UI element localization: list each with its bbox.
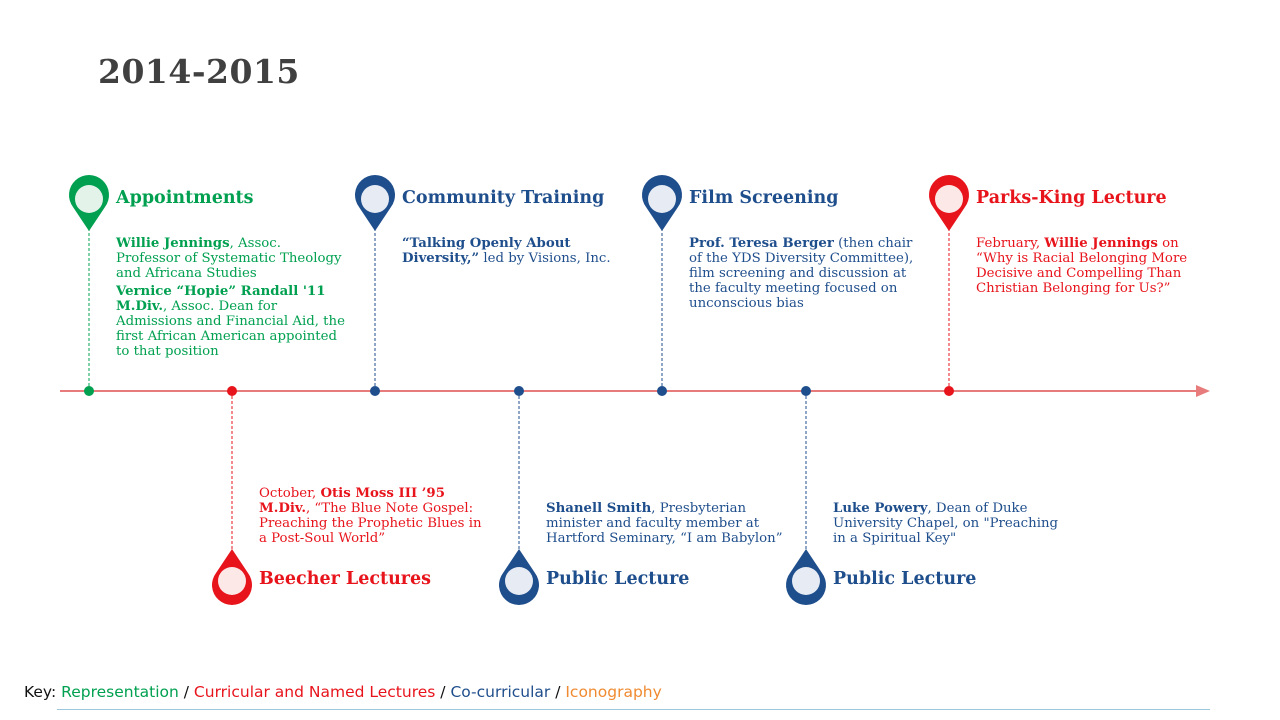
map-pin-center [648,185,676,213]
timeline-dot [944,386,954,396]
body-text: , “The Blue Note Gospel: Preaching the P… [259,501,482,546]
key-separator: / [435,683,451,701]
description-paragraph: Vernice “Hopie” Randall '11 M.Div., Asso… [116,284,346,359]
highlight-text: Shanell Smith [546,501,652,516]
description-paragraph: Luke Powery, Dean of Duke University Cha… [833,501,1073,546]
map-pin-center [218,567,246,595]
event-title-parks-king-lecture: Parks-King Lecture [976,188,1167,208]
event-title-public-lecture-2: Public Lecture [833,569,977,589]
event-title-film-screening: Film Screening [689,188,839,208]
event-description-film-screening: Prof. Teresa Berger (then chair of the Y… [689,236,919,314]
highlight-text: Luke Powery [833,501,928,516]
body-text: , Assoc. Professor of Systematic Theolog… [116,236,342,281]
key-representation: Representation [61,683,179,701]
event-description-public-lecture-1: Shanell Smith, Presbyterian minister and… [546,501,786,549]
event-title-community-training: Community Training [402,188,605,208]
map-pin-center [505,567,533,595]
key-curricular: Curricular and Named Lectures [193,683,436,701]
body-text: (then chair of the YDS Diversity Committ… [689,236,914,311]
body-text: February, [976,236,1045,251]
highlight-text: Willie Jennings [1044,236,1158,251]
timeline-dot [370,386,380,396]
key-label: Key: [24,683,62,701]
event-description-beecher-lectures: October, Otis Moss III ’95 M.Div., “The … [259,486,489,549]
key-cocurricular: Co-curricular [450,683,551,701]
timeline-dot [227,386,237,396]
description-paragraph: Prof. Teresa Berger (then chair of the Y… [689,236,919,311]
body-text: , Presbyterian minister and faculty memb… [546,501,783,546]
highlight-text: “Talking Openly About Diversity,” [402,236,571,266]
key-separator: / [178,683,194,701]
map-pin-center [361,185,389,213]
map-pin-center [792,567,820,595]
event-description-community-training: “Talking Openly About Diversity,” led by… [402,236,632,269]
description-paragraph: February, Willie Jennings on “Why is Rac… [976,236,1191,296]
map-pin-center [935,185,963,213]
body-text: on “Why is Racial Belonging More Decisiv… [976,236,1188,296]
legend-key: Key: Representation / Curricular and Nam… [24,683,662,701]
timeline-dot [84,386,94,396]
event-title-appointments: Appointments [116,188,254,208]
event-description-parks-king-lecture: February, Willie Jennings on “Why is Rac… [976,236,1191,299]
timeline-dot [801,386,811,396]
event-description-public-lecture-2: Luke Powery, Dean of Duke University Cha… [833,501,1073,549]
timeline-dot [514,386,524,396]
key-divider [57,709,1210,710]
body-text: , Dean of Duke University Chapel, on "Pr… [833,501,1059,546]
map-pin-center [75,185,103,213]
body-text: October, [259,486,321,501]
event-title-beecher-lectures: Beecher Lectures [259,569,431,589]
body-text: , Assoc. Dean for Admissions and Financi… [116,299,345,359]
timeline-arrow-icon [1196,385,1210,397]
key-iconography: Iconography [565,683,662,701]
key-separator: / [550,683,566,701]
page-title: 2014-2015 [98,52,300,91]
timeline-dot [657,386,667,396]
description-paragraph: Willie Jennings, Assoc. Professor of Sys… [116,236,346,281]
event-description-appointments: Willie Jennings, Assoc. Professor of Sys… [116,236,346,362]
description-paragraph: Shanell Smith, Presbyterian minister and… [546,501,786,546]
highlight-text: Prof. Teresa Berger [689,236,834,251]
highlight-text: Willie Jennings [116,236,230,251]
event-title-public-lecture-1: Public Lecture [546,569,690,589]
description-paragraph: October, Otis Moss III ’95 M.Div., “The … [259,486,489,546]
description-paragraph: “Talking Openly About Diversity,” led by… [402,236,632,266]
body-text: led by Visions, Inc. [479,251,611,266]
highlight-text: Vernice “Hopie” Randall '11 M.Div. [116,284,326,314]
highlight-text: Otis Moss III ’95 M.Div. [259,486,445,516]
